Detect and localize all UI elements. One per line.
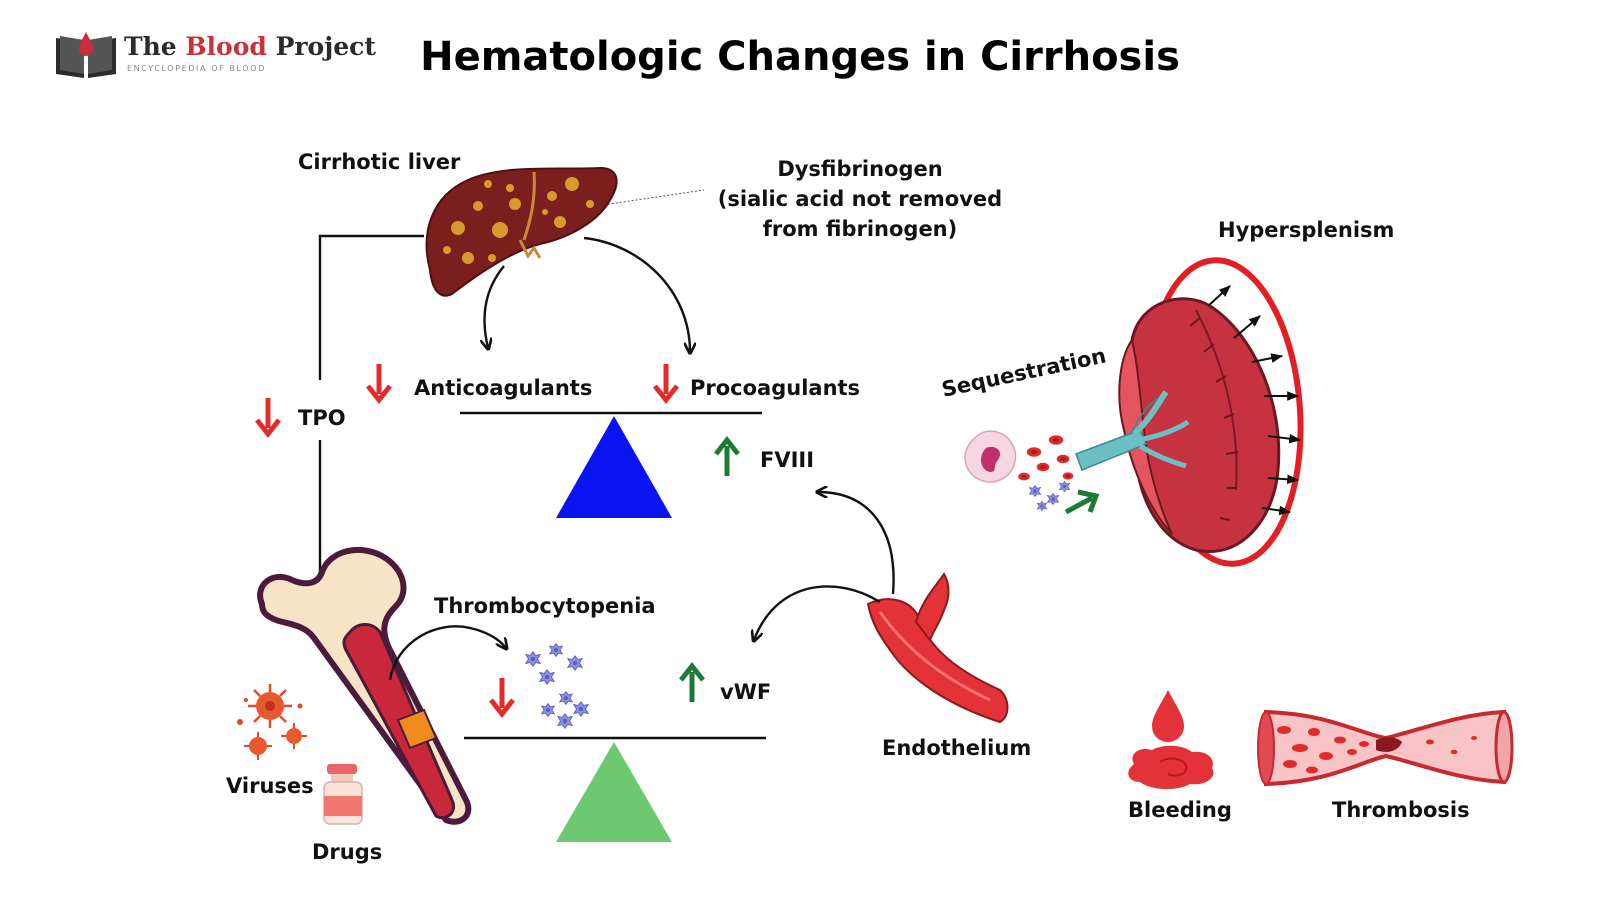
logo-name-part-the: The (124, 32, 186, 61)
dysfibrinogen-label: Dysfibrinogen (sialic acid not removed f… (700, 154, 1020, 244)
endothelium-to-fviii-arrow (818, 492, 895, 595)
sequestration-increase-arrow (1064, 489, 1100, 515)
logo-name-part-blood: Blood (185, 32, 267, 61)
endothelium-to-vwf-arrow (754, 585, 881, 640)
liver-to-procoagulants-arrow (583, 236, 690, 352)
platelet-icon (541, 703, 555, 717)
liver-icon (425, 166, 618, 297)
platelet-icon (549, 643, 563, 657)
platelet-icon (539, 669, 555, 685)
platelet-icon (557, 713, 573, 729)
thrombocytopenia-label: Thrombocytopenia (434, 594, 656, 618)
logo: The Blood Project ENCYCLOPEDIA OF BLOOD (54, 30, 376, 80)
platelet-decrease-arrow (489, 678, 515, 719)
platelet-cluster (525, 643, 589, 729)
book-icon (56, 32, 116, 78)
platelet-icon (567, 655, 583, 671)
hypersplenism-label: Hypersplenism (1218, 218, 1395, 242)
procoagulants-decrease-arrow (653, 364, 679, 405)
sequestration-cells (964, 430, 1074, 512)
rbc-icon (1026, 447, 1042, 457)
platelet-icon (1029, 485, 1041, 497)
rbc-icon (1048, 435, 1064, 445)
vwf-increase-arrow (679, 661, 705, 702)
platelet-icon (573, 701, 589, 717)
anticoagulants-label: Anticoagulants (414, 376, 593, 400)
tpo-decrease-arrow (255, 398, 281, 439)
anticoagulants-decrease-arrow (366, 364, 392, 405)
vwf-label: vWF (720, 680, 772, 704)
thrombosed-vessel-icon (1257, 709, 1514, 787)
rbc-icon (1018, 472, 1030, 481)
fviii-label: FVIII (760, 448, 815, 472)
platelet-icon (559, 691, 573, 705)
spleen-icon (1118, 297, 1281, 553)
splenic-vessel (1075, 390, 1190, 471)
logo-tagline: ENCYCLOPEDIA OF BLOOD (127, 64, 266, 73)
page-title: Hematologic Changes in Cirrhosis (420, 34, 1180, 80)
spleen-expansion-arrows (1207, 285, 1302, 516)
bone-marrow-icon (257, 546, 472, 825)
thrombosis-label: Thrombosis (1332, 798, 1470, 822)
fviii-increase-arrow (714, 435, 740, 476)
blood-drop-icon (1128, 690, 1214, 790)
liver-to-anticoagulants-arrow (485, 265, 505, 348)
cirrhotic-liver-label: Cirrhotic liver (298, 150, 461, 174)
platelet-icon (1058, 480, 1071, 493)
platelet-icon (525, 651, 541, 667)
lower-balance-fulcrum (556, 742, 672, 842)
rbc-icon (1056, 454, 1070, 464)
bleeding-label: Bleeding (1128, 798, 1232, 822)
tpo-label: TPO (298, 406, 346, 430)
dysfibrinogen-line-3: from fibrinogen) (762, 217, 958, 241)
drugs-label: Drugs (312, 840, 383, 864)
leukocyte-icon (964, 430, 1017, 483)
tpo-connector-upper (318, 234, 424, 380)
drug-vial-icon (323, 764, 363, 825)
viruses-label: Viruses (226, 774, 314, 798)
virus-icon (237, 684, 307, 760)
platelet-icon (1047, 493, 1059, 505)
endothelium-label: Endothelium (882, 736, 1032, 760)
logo-name-part-project: Project (266, 32, 376, 61)
logo-name: The Blood Project (124, 32, 376, 61)
marrow-to-platelets-arrow (388, 625, 506, 681)
endothelium-vessel-icon (866, 572, 1009, 724)
dysfibrinogen-line-2: (sialic acid not removed (717, 187, 1003, 211)
logo-blood-drop-icon (79, 32, 93, 56)
platelet-icon (1036, 500, 1048, 512)
upper-balance-fulcrum (556, 416, 672, 518)
rbc-icon (1036, 462, 1050, 472)
dysfibrinogen-line-1: Dysfibrinogen (777, 157, 943, 181)
rbc-icon (1062, 472, 1074, 480)
procoagulants-label: Procoagulants (690, 376, 861, 400)
